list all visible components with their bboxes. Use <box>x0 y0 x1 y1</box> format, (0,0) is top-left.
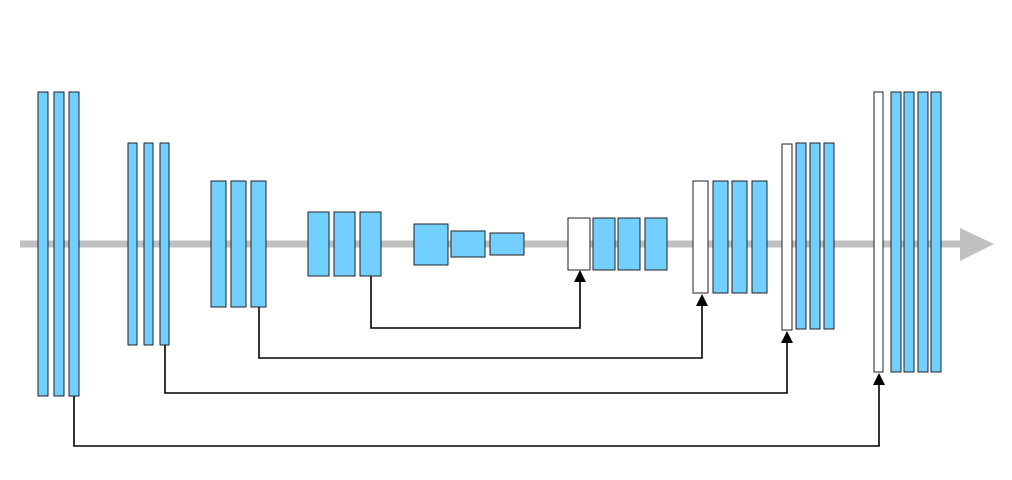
skip-concat-block <box>567 217 591 271</box>
feature-map-block <box>917 91 929 373</box>
feature-map-block <box>592 217 616 271</box>
skip-connection-enc3-dec3 <box>258 299 703 359</box>
encoder <box>37 91 382 397</box>
feature-map-block <box>489 232 525 256</box>
feature-map-block <box>751 180 768 294</box>
feature-map-block <box>712 180 729 294</box>
skip-arrowhead-dec1 <box>873 373 885 385</box>
encoder-stage-2 <box>127 142 170 346</box>
feature-map-block <box>230 180 247 308</box>
skip-arrowhead-dec2 <box>781 331 793 343</box>
bottleneck <box>413 223 525 266</box>
encoder-stage-3 <box>210 180 267 308</box>
feature-map-block <box>68 91 80 397</box>
feature-map-block <box>903 91 915 373</box>
decoder-stage-2 <box>781 142 835 331</box>
feature-map-block <box>143 142 154 346</box>
skip-connection-enc4-dec4 <box>370 275 581 329</box>
encoder-stage-1 <box>37 91 80 397</box>
feature-map-block <box>37 91 49 397</box>
feature-map-block <box>210 180 227 308</box>
feature-map-block <box>159 142 170 346</box>
skip-connection-enc2-dec2 <box>164 336 788 394</box>
skip-concat-block <box>781 143 793 331</box>
feature-map-block <box>333 211 356 277</box>
feature-map-block <box>890 91 902 373</box>
feature-map-block <box>53 91 65 397</box>
feature-map-block <box>250 180 267 308</box>
skip-concat-block <box>692 180 709 294</box>
feature-map-block <box>795 142 807 330</box>
feature-map-block <box>644 217 668 271</box>
feature-map-block <box>307 211 330 277</box>
feature-map-block <box>930 91 942 373</box>
skip-connections <box>73 270 885 447</box>
feature-map-block <box>809 142 821 330</box>
feature-map-block <box>127 142 138 346</box>
feature-map-block <box>731 180 748 294</box>
feature-map-block <box>617 217 641 271</box>
feature-map-block <box>823 142 835 330</box>
flow-arrow-head <box>960 228 994 261</box>
decoder-stage-1 <box>873 91 942 373</box>
skip-concat-block <box>873 91 884 373</box>
feature-map-block <box>413 223 449 266</box>
skip-arrowhead-dec3 <box>696 294 708 306</box>
skip-connection-enc1-dec1 <box>73 378 880 447</box>
feature-map-block <box>450 230 486 258</box>
decoder-stage-4 <box>567 217 668 271</box>
feature-map-block <box>359 211 382 277</box>
decoder-stage-3 <box>692 180 768 294</box>
encoder-stage-4 <box>307 211 382 277</box>
decoder <box>567 91 942 373</box>
skip-arrowhead-dec4 <box>574 270 586 282</box>
